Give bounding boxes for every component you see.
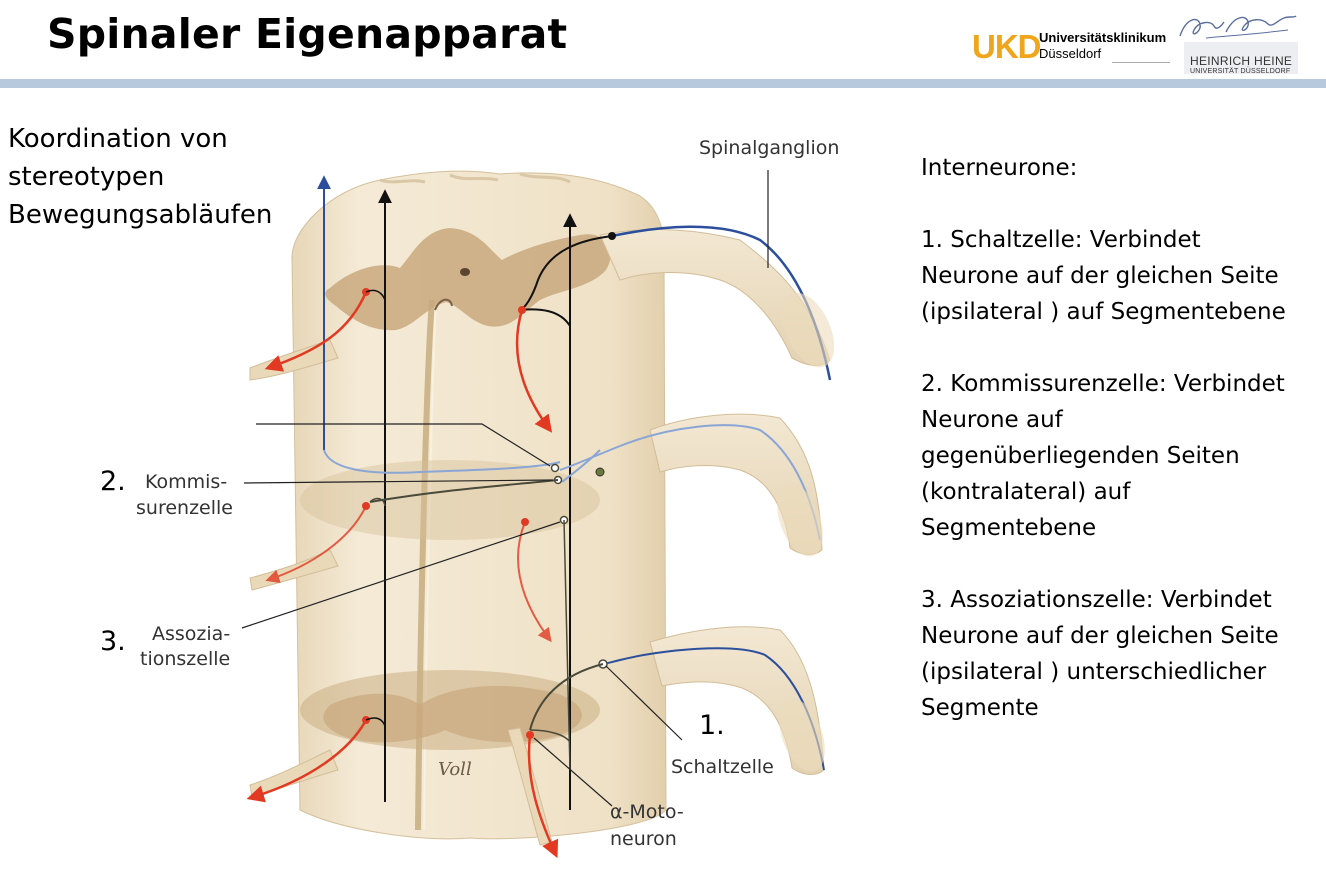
- label-kommissurenzelle-line1: Kommis-: [145, 471, 228, 493]
- description-line: 2. Kommissurenzelle: Verbindet: [921, 371, 1285, 397]
- caption-line: Bewegungsabläufen: [8, 200, 273, 230]
- number-1: 1.: [699, 710, 725, 741]
- description-line: Neurone auf der gleichen Seite: [921, 263, 1279, 289]
- leader-kommissurenzelle: [243, 479, 554, 484]
- label-assoziationszelle-line1: Assozia-: [152, 623, 231, 645]
- description-line: Segmente: [921, 695, 1039, 721]
- ukd-name-line1: Universitätsklinikum: [1039, 30, 1167, 45]
- hhu-university: UNIVERSITÄT DÜSSELDORF: [1190, 68, 1291, 75]
- hhu-name-box: [1184, 42, 1298, 74]
- caption-line: stereotypen: [8, 162, 165, 192]
- description-line: 1. Schaltzelle: Verbindet: [921, 227, 1201, 253]
- leader-assoziationszelle: [241, 521, 561, 629]
- slide-header: Spinaler Eigenapparat UKD Universitätskl…: [0, 0, 1326, 92]
- interneuron-description: Interneurone: 1. Schaltzelle: Verbindet …: [921, 150, 1321, 762]
- ukd-name-line2: Düsseldorf: [1039, 46, 1102, 61]
- description-heading: Interneurone:: [921, 155, 1078, 181]
- artist-signature: Voll: [438, 759, 472, 780]
- label-motoneuron-line1: α-Moto-: [610, 801, 684, 823]
- left-caption: Koordination von stereotypen Bewegungsab…: [8, 120, 288, 234]
- description-line: (kontralateral) auf: [921, 479, 1131, 505]
- caption-line: Koordination von: [8, 124, 228, 154]
- description-line: (ipsilateral ) unterschiedlicher: [921, 659, 1267, 685]
- spinal-cord-figure: Voll Spinalganglion 2. Kommis- surenzell…: [100, 130, 880, 870]
- number-2: 2.: [100, 466, 126, 497]
- header-divider: [0, 79, 1326, 88]
- item-assoziationszelle: 3. Assoziationszelle: Verbindet Neurone …: [921, 582, 1321, 726]
- item-kommissurenzelle: 2. Kommissurenzelle: Verbindet Neurone a…: [921, 366, 1321, 546]
- number-3: 3.: [100, 626, 126, 657]
- slide-title: Spinaler Eigenapparat: [47, 10, 568, 58]
- description-line: gegenüberliegenden Seiten: [921, 443, 1240, 469]
- signature-icon: [1179, 15, 1297, 39]
- description-line: Neurone auf der gleichen Seite: [921, 623, 1279, 649]
- description-line: (ipsilateral ) auf Segmentebene: [921, 299, 1286, 325]
- item-schaltzelle: 1. Schaltzelle: Verbindet Neurone auf de…: [921, 222, 1321, 330]
- description-line: 3. Assoziationszelle: Verbindet: [921, 587, 1272, 613]
- label-kommissurenzelle-line2: surenzelle: [136, 497, 233, 519]
- hhu-name: HEINRICH HEINE: [1190, 54, 1293, 68]
- leader-schaltzelle: [605, 665, 683, 741]
- label-spinalganglion: Spinalganglion: [699, 137, 840, 159]
- hhu-logo: HEINRICH HEINE UNIVERSITÄT DÜSSELDORF: [1176, 10, 1300, 75]
- leader-motoneuron: [533, 737, 613, 807]
- description-line: Segmentebene: [921, 515, 1097, 541]
- label-schaltzelle: Schaltzelle: [671, 756, 774, 778]
- central-canal-icon: [460, 268, 470, 276]
- label-motoneuron-line2: neuron: [610, 828, 677, 850]
- ukd-logo-rule: [1112, 62, 1170, 63]
- leader-line: [256, 423, 551, 467]
- spinal-cord-illustration: Voll: [241, 170, 835, 859]
- label-assoziationszelle-line2: tionszelle: [140, 648, 231, 670]
- description-line: Neurone auf: [921, 407, 1063, 433]
- ukd-mark: UKD: [972, 28, 1041, 65]
